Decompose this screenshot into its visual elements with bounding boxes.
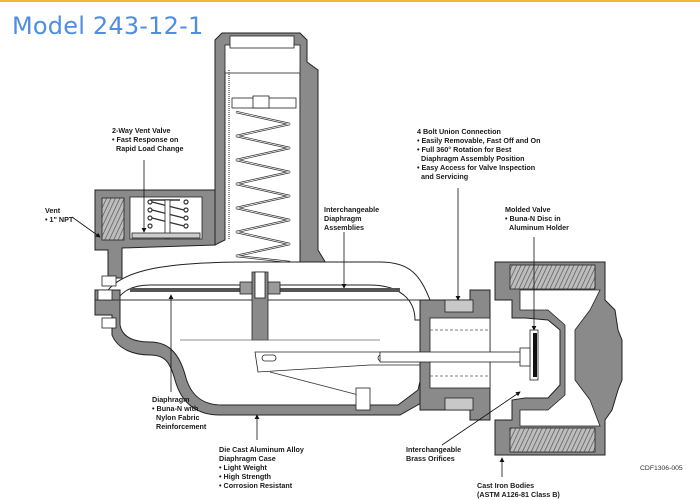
callout-diaphragm: Diaphragm • Buna-N with Nylon Fabric Rei…: [152, 395, 206, 431]
callout-vent-valve: 2-Way Vent Valve • Fast Response on Rapi…: [112, 126, 184, 153]
callout-line: (ASTM A126-81 Class B): [477, 490, 560, 499]
callout-line: • 1" NPT: [45, 215, 74, 224]
callout-molded-valve: Molded Valve • Buna-N Disc in Aluminum H…: [505, 205, 569, 232]
callout-line: • High Strength: [219, 472, 272, 481]
callout-line: Reinforcement: [156, 422, 207, 431]
callout-line: • Corrosion Resistant: [219, 481, 293, 490]
callout-bodies: Cast Iron Bodies (ASTM A126-81 Class B): [477, 481, 560, 499]
callout-heading: Interchangeable: [324, 205, 380, 214]
callout-case: Die Cast Aluminum Alloy Diaphragm Case •…: [219, 445, 304, 490]
callout-line: • Easy Access for Valve Inspection: [417, 163, 536, 172]
callout-diaphragm-assemblies: Interchangeable Diaphragm Assemblies: [324, 205, 379, 232]
spring-bonnet: [214, 32, 332, 271]
valve-stem: [379, 351, 531, 363]
callout-line: Diaphragm: [324, 214, 362, 223]
leader-lines: [71, 160, 537, 477]
drawing-code: CDF1306-005: [640, 465, 683, 472]
callout-line: Diaphragm Case: [219, 454, 276, 463]
callout-heading: Cast Iron Bodies: [477, 481, 535, 490]
callout-heading: Diaphragm: [152, 395, 190, 404]
main-spring: [235, 110, 291, 274]
callout-line: and Servicing: [421, 172, 469, 181]
callout-line: • Buna-N with: [152, 404, 199, 413]
callout-union: 4 Bolt Union Connection • Easily Removab…: [417, 127, 541, 181]
callout-line: • Fast Response on: [112, 135, 179, 144]
top-accent-bar: [0, 0, 700, 2]
callout-orifices: Interchangeable Brass Orifices: [406, 445, 461, 463]
callout-line: Assemblies: [324, 223, 364, 232]
callout-line: Aluminum Holder: [509, 223, 569, 232]
callout-line: • Light Weight: [219, 463, 267, 472]
callout-heading: Molded Valve: [505, 205, 551, 214]
page-title: Model 243-12-1: [12, 12, 204, 40]
callout-line: • Buna-N Disc in: [505, 214, 561, 223]
callout-line: Nylon Fabric: [156, 413, 200, 422]
diaphragm-case: [94, 261, 441, 416]
callout-line: Rapid Load Change: [116, 144, 184, 153]
callout-line: • Easily Removable, Fast Off and On: [417, 136, 541, 145]
callout-heading: Vent: [45, 206, 61, 215]
callout-heading: 2-Way Vent Valve: [112, 126, 171, 135]
callout-line: Brass Orifices: [406, 454, 455, 463]
callout-line: • Full 360° Rotation for Best: [417, 145, 512, 154]
callout-vent: Vent • 1" NPT: [45, 206, 73, 224]
callout-heading: 4 Bolt Union Connection: [417, 127, 501, 136]
cast-iron-body: [494, 261, 623, 456]
callout-line: Diaphragm Assembly Position: [421, 154, 525, 163]
callout-heading: Interchangeable: [406, 445, 462, 454]
callout-heading: Die Cast Aluminum Alloy: [219, 445, 304, 454]
